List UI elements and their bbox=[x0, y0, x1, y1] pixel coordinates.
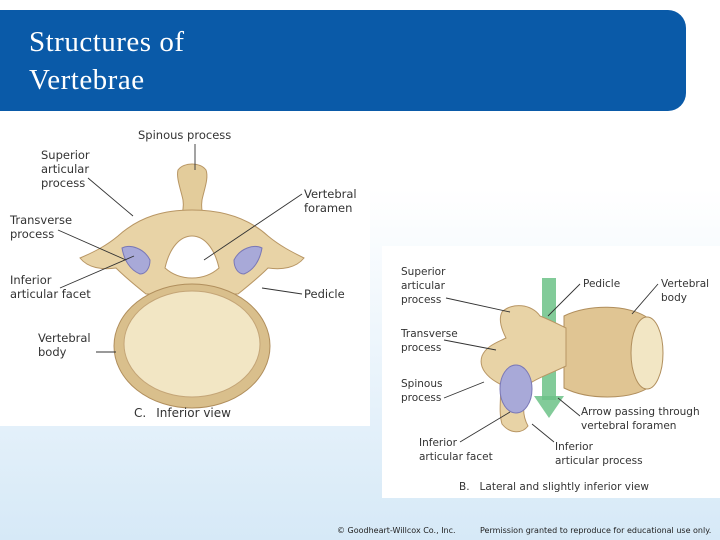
footer-permission: Permission granted to reproduce for educ… bbox=[480, 526, 712, 535]
vertebra-inferior-illustration bbox=[57, 144, 305, 409]
title-bar bbox=[0, 10, 686, 111]
caption-b-letter: B. bbox=[459, 481, 470, 493]
caption-c-letter: C. bbox=[134, 406, 147, 420]
figure-lateral-view: Superior articular process Pedicle Verte… bbox=[382, 246, 720, 498]
caption-b-text: Lateral and slightly inferior view bbox=[479, 481, 649, 493]
label-inferior-articular-facet-b: Inferior articular facet bbox=[419, 437, 493, 463]
label-vertebral-body-c: Vertebral body bbox=[38, 331, 91, 359]
label-transverse-process-b: Transverse process bbox=[401, 328, 458, 354]
label-superior-articular-process-b: Superior articular process bbox=[401, 266, 446, 306]
label-vertebral-foramen-c: Vertebral foramen bbox=[304, 187, 357, 215]
label-transverse-process-c: Transverse process bbox=[10, 213, 73, 241]
title-line-2: Vertebrae bbox=[29, 64, 145, 96]
label-spinous-process-c: Spinous process bbox=[138, 128, 232, 142]
caption-b: B. Lateral and slightly inferior view bbox=[459, 480, 649, 494]
label-vertebral-body-b: Vertebral body bbox=[661, 278, 710, 304]
title-line-1: Structures of bbox=[29, 26, 185, 58]
label-superior-articular-process-c: Superior articular process bbox=[41, 148, 90, 190]
label-arrow-foramen-b: Arrow passing through vertebral foramen bbox=[581, 406, 700, 432]
label-inferior-articular-process-b: Inferior articular process bbox=[555, 441, 643, 467]
label-pedicle-c: Pedicle bbox=[304, 287, 345, 301]
figure-inferior-view: Spinous process Superior articular proce… bbox=[0, 118, 370, 426]
vertebra-lateral-illustration bbox=[443, 278, 664, 443]
label-spinous-process-b: Spinous process bbox=[401, 378, 443, 404]
label-pedicle-b: Pedicle bbox=[583, 278, 621, 290]
caption-c: C. Inferior view bbox=[134, 406, 231, 420]
caption-c-text: Inferior view bbox=[156, 406, 231, 420]
label-inferior-articular-facet-c: Inferior articular facet bbox=[10, 273, 91, 301]
slide-title: Structures of Vertebrae bbox=[29, 23, 185, 99]
footer-copyright: © Goodheart-Willcox Co., Inc. bbox=[337, 526, 456, 535]
